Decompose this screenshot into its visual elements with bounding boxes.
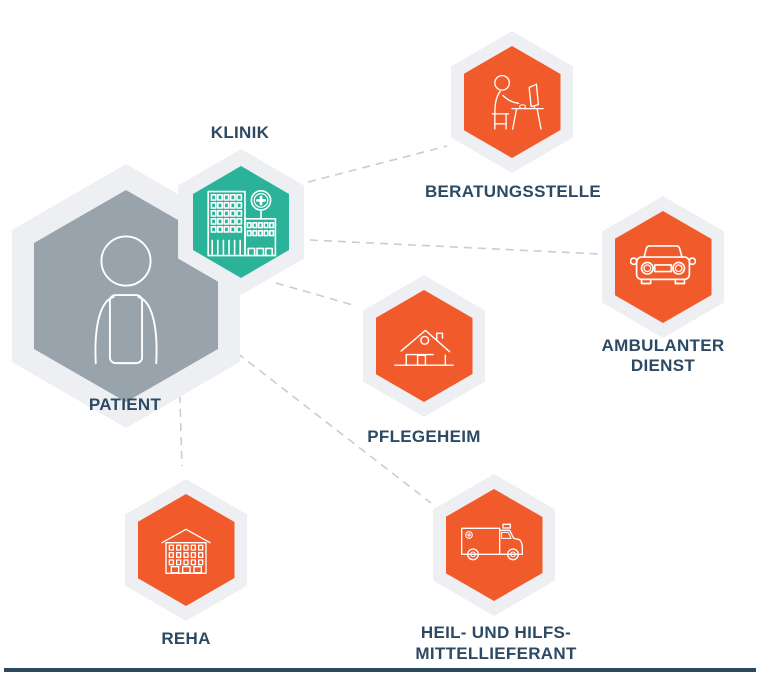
connection-klinik-ambulanter-dienst: [309, 239, 600, 255]
node-klinik: [178, 149, 304, 295]
hospital-icon: [207, 190, 277, 257]
label-line: MITTELLIEFERANT: [415, 644, 577, 663]
label-ambulanter-dienst: AMBULANTER DIENST: [602, 336, 725, 376]
node-beratungsstelle: [451, 31, 573, 173]
label-line: AMBULANTER: [601, 336, 725, 355]
consultation-desk-icon: [491, 74, 544, 130]
node-ambulanter-dienst: [602, 196, 724, 338]
delivery-truck-icon: [461, 523, 523, 561]
building-icon: [161, 528, 211, 574]
connection-patient-lieferant: [214, 335, 432, 504]
node-pflegeheim: [363, 275, 485, 417]
node-reha: [125, 479, 247, 621]
reha-hexagon: [137, 494, 235, 606]
house-icon: [394, 329, 454, 366]
ambulanter-dienst-hexagon: [614, 211, 712, 323]
label-patient: PATIENT: [88, 395, 162, 414]
label-lieferant: HEIL- UND HILFS- MITTELLIEFERANT: [415, 622, 576, 664]
person-icon: [94, 235, 158, 365]
label-beratungsstelle: BERATUNGSSTELLE: [424, 182, 602, 201]
connection-klinik-beratungsstelle: [307, 145, 448, 183]
footer-bar: [4, 668, 756, 672]
car-icon: [630, 245, 696, 285]
label-line: DIENST: [630, 356, 696, 375]
label-reha: REHA: [161, 629, 211, 648]
label-line: HEIL- UND HILFS-: [420, 623, 572, 642]
node-lieferant: [433, 474, 555, 616]
label-pflegeheim: PFLEGEHEIM: [367, 427, 481, 446]
label-klinik: KLINIK: [210, 123, 270, 142]
